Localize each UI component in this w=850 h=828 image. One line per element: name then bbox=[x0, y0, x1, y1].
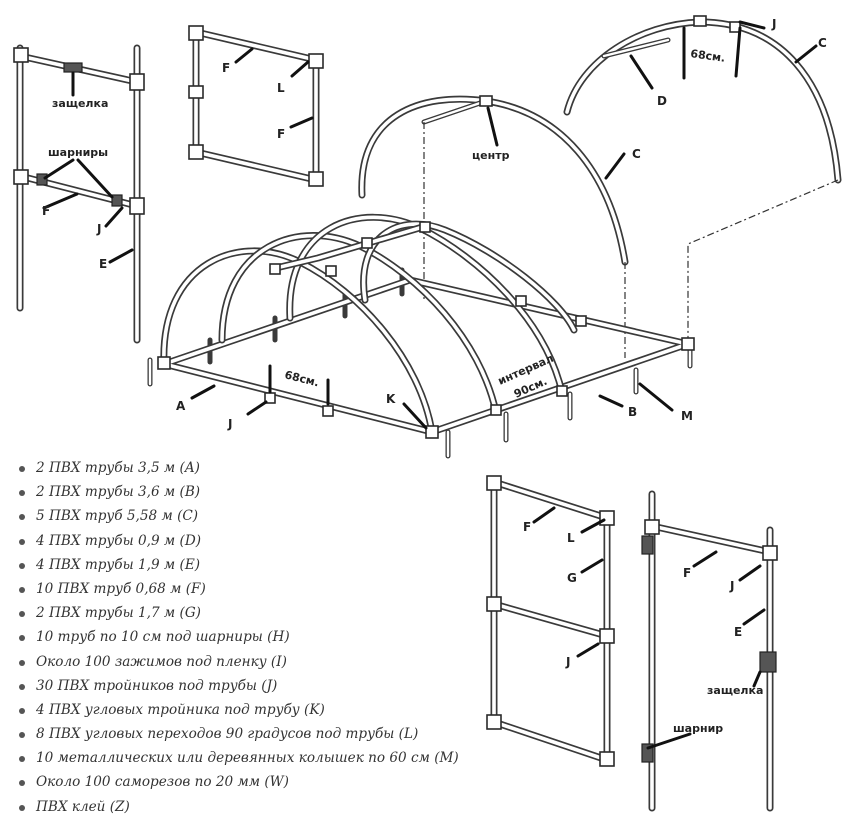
list-item: Около 100 саморезов по 20 мм (W) bbox=[14, 770, 420, 794]
label-f: F bbox=[683, 566, 691, 580]
bullet-icon bbox=[19, 611, 25, 618]
bullet-icon bbox=[19, 635, 25, 642]
list-item-text: Около 100 зажимов под пленку (I) bbox=[36, 653, 287, 670]
door-frame-hinged bbox=[13, 44, 145, 344]
label-c: C bbox=[632, 147, 641, 161]
list-item-text: 10 металлических или деревянных колышек … bbox=[36, 750, 459, 767]
label-f: F bbox=[42, 204, 50, 218]
label-k: K bbox=[386, 392, 396, 406]
door-frame-tall bbox=[486, 475, 615, 767]
bullet-icon bbox=[19, 804, 25, 811]
latch-icon bbox=[63, 62, 83, 73]
list-item-text: 2 ПВХ трубы 3,6 м (B) bbox=[36, 484, 201, 501]
center-label: центр bbox=[472, 149, 510, 162]
bullet-icon bbox=[19, 780, 25, 787]
list-item-text: Около 100 саморезов по 20 мм (W) bbox=[36, 774, 289, 791]
list-item-text: 2 ПВХ трубы 3,5 м (A) bbox=[36, 460, 200, 476]
list-item-text: 5 ПВХ труб 5,58 м (C) bbox=[36, 508, 199, 525]
list-item: 10 ПВХ труб 0,68 м (F) bbox=[14, 577, 420, 601]
list-item-text: 30 ПВХ тройников под трубы (J) bbox=[36, 677, 278, 694]
label-e: E bbox=[734, 625, 742, 639]
label-l: L bbox=[277, 81, 285, 95]
list-item-text: 10 труб по 10 см под шарниры (H) bbox=[36, 629, 290, 646]
bullet-icon bbox=[19, 659, 25, 666]
arch-detail bbox=[358, 15, 842, 358]
bullet-icon bbox=[19, 707, 25, 714]
hinge-icon bbox=[36, 173, 48, 186]
list-item: 2 ПВХ трубы 3,6 м (B) bbox=[14, 480, 420, 504]
list-item: 4 ПВХ трубы 0,9 м (D) bbox=[14, 529, 420, 553]
bullet-icon bbox=[19, 683, 25, 690]
label-l: L bbox=[567, 531, 575, 545]
list-item: ПВХ клей (Z) bbox=[14, 795, 420, 819]
latch-label: защелка bbox=[52, 97, 108, 110]
bullet-icon bbox=[19, 514, 25, 521]
hinge-label: шарнир bbox=[673, 722, 723, 735]
bullet-icon bbox=[19, 586, 25, 593]
label-j: J bbox=[565, 655, 570, 669]
list-item: 2 ПВХ трубы 1,7 м (G) bbox=[14, 601, 420, 625]
greenhouse-frame bbox=[147, 213, 695, 459]
list-item: 10 металлических или деревянных колышек … bbox=[14, 746, 459, 770]
label-a: A bbox=[176, 399, 186, 413]
label-j: J bbox=[96, 222, 101, 236]
list-item: 2 ПВХ трубы 3,5 м (A) bbox=[14, 456, 420, 480]
list-item-text: 4 ПВХ трубы 0,9 м (D) bbox=[36, 532, 202, 549]
bullet-icon bbox=[19, 562, 25, 569]
label-d: D bbox=[657, 94, 667, 108]
spacing-label: 68см. bbox=[283, 368, 320, 389]
label-j: J bbox=[227, 417, 232, 431]
hinge-icon bbox=[641, 535, 654, 555]
list-item: 30 ПВХ тройников под трубы (J) bbox=[14, 674, 420, 698]
latch-icon bbox=[759, 651, 777, 673]
label-e: E bbox=[99, 257, 107, 271]
bullet-icon bbox=[19, 466, 25, 472]
hinge-icon bbox=[641, 743, 654, 763]
bullet-icon bbox=[19, 538, 25, 545]
list-item-text: 4 ПВХ трубы 1,9 м (E) bbox=[36, 556, 201, 573]
list-item: Около 100 зажимов под пленку (I) bbox=[14, 650, 420, 674]
list-item-text: 4 ПВХ угловых тройника под трубу (K) bbox=[36, 701, 325, 718]
parts-list: 2 ПВХ трубы 3,5 м (A) 2 ПВХ трубы 3,6 м … bbox=[14, 456, 459, 819]
list-item-text: 10 ПВХ труб 0,68 м (F) bbox=[36, 580, 206, 597]
bullet-icon bbox=[19, 732, 25, 739]
label-j: J bbox=[729, 579, 734, 593]
bullet-icon bbox=[19, 756, 25, 763]
label-b: B bbox=[628, 405, 637, 419]
list-item-text: 2 ПВХ трубы 1,7 м (G) bbox=[36, 605, 201, 622]
label-m: M bbox=[681, 409, 693, 423]
list-item-text: 8 ПВХ угловых переходов 90 градусов под … bbox=[36, 726, 419, 743]
bullet-icon bbox=[19, 490, 25, 497]
door-post-assembly bbox=[641, 490, 778, 812]
list-item-text: ПВХ клей (Z) bbox=[36, 798, 130, 815]
window-frame bbox=[188, 25, 324, 187]
label-c: C bbox=[818, 36, 827, 50]
list-item: 4 ПВХ угловых тройника под трубу (K) bbox=[14, 698, 420, 722]
list-item: 5 ПВХ труб 5,58 м (C) bbox=[14, 504, 420, 528]
label-g: G bbox=[567, 571, 577, 585]
list-item: 10 труб по 10 см под шарниры (H) bbox=[14, 625, 420, 649]
list-item: 4 ПВХ трубы 1,9 м (E) bbox=[14, 553, 420, 577]
spacing-label: 68см. bbox=[690, 47, 726, 65]
label-j: J bbox=[771, 17, 776, 31]
list-item: 8 ПВХ угловых переходов 90 градусов под … bbox=[14, 722, 420, 746]
label-f: F bbox=[222, 61, 230, 75]
latch-label: защелка bbox=[707, 684, 763, 697]
label-f: F bbox=[277, 127, 285, 141]
hinges-label: шарниры bbox=[48, 146, 108, 159]
hinge-icon bbox=[111, 194, 123, 207]
label-f: F bbox=[523, 520, 531, 534]
